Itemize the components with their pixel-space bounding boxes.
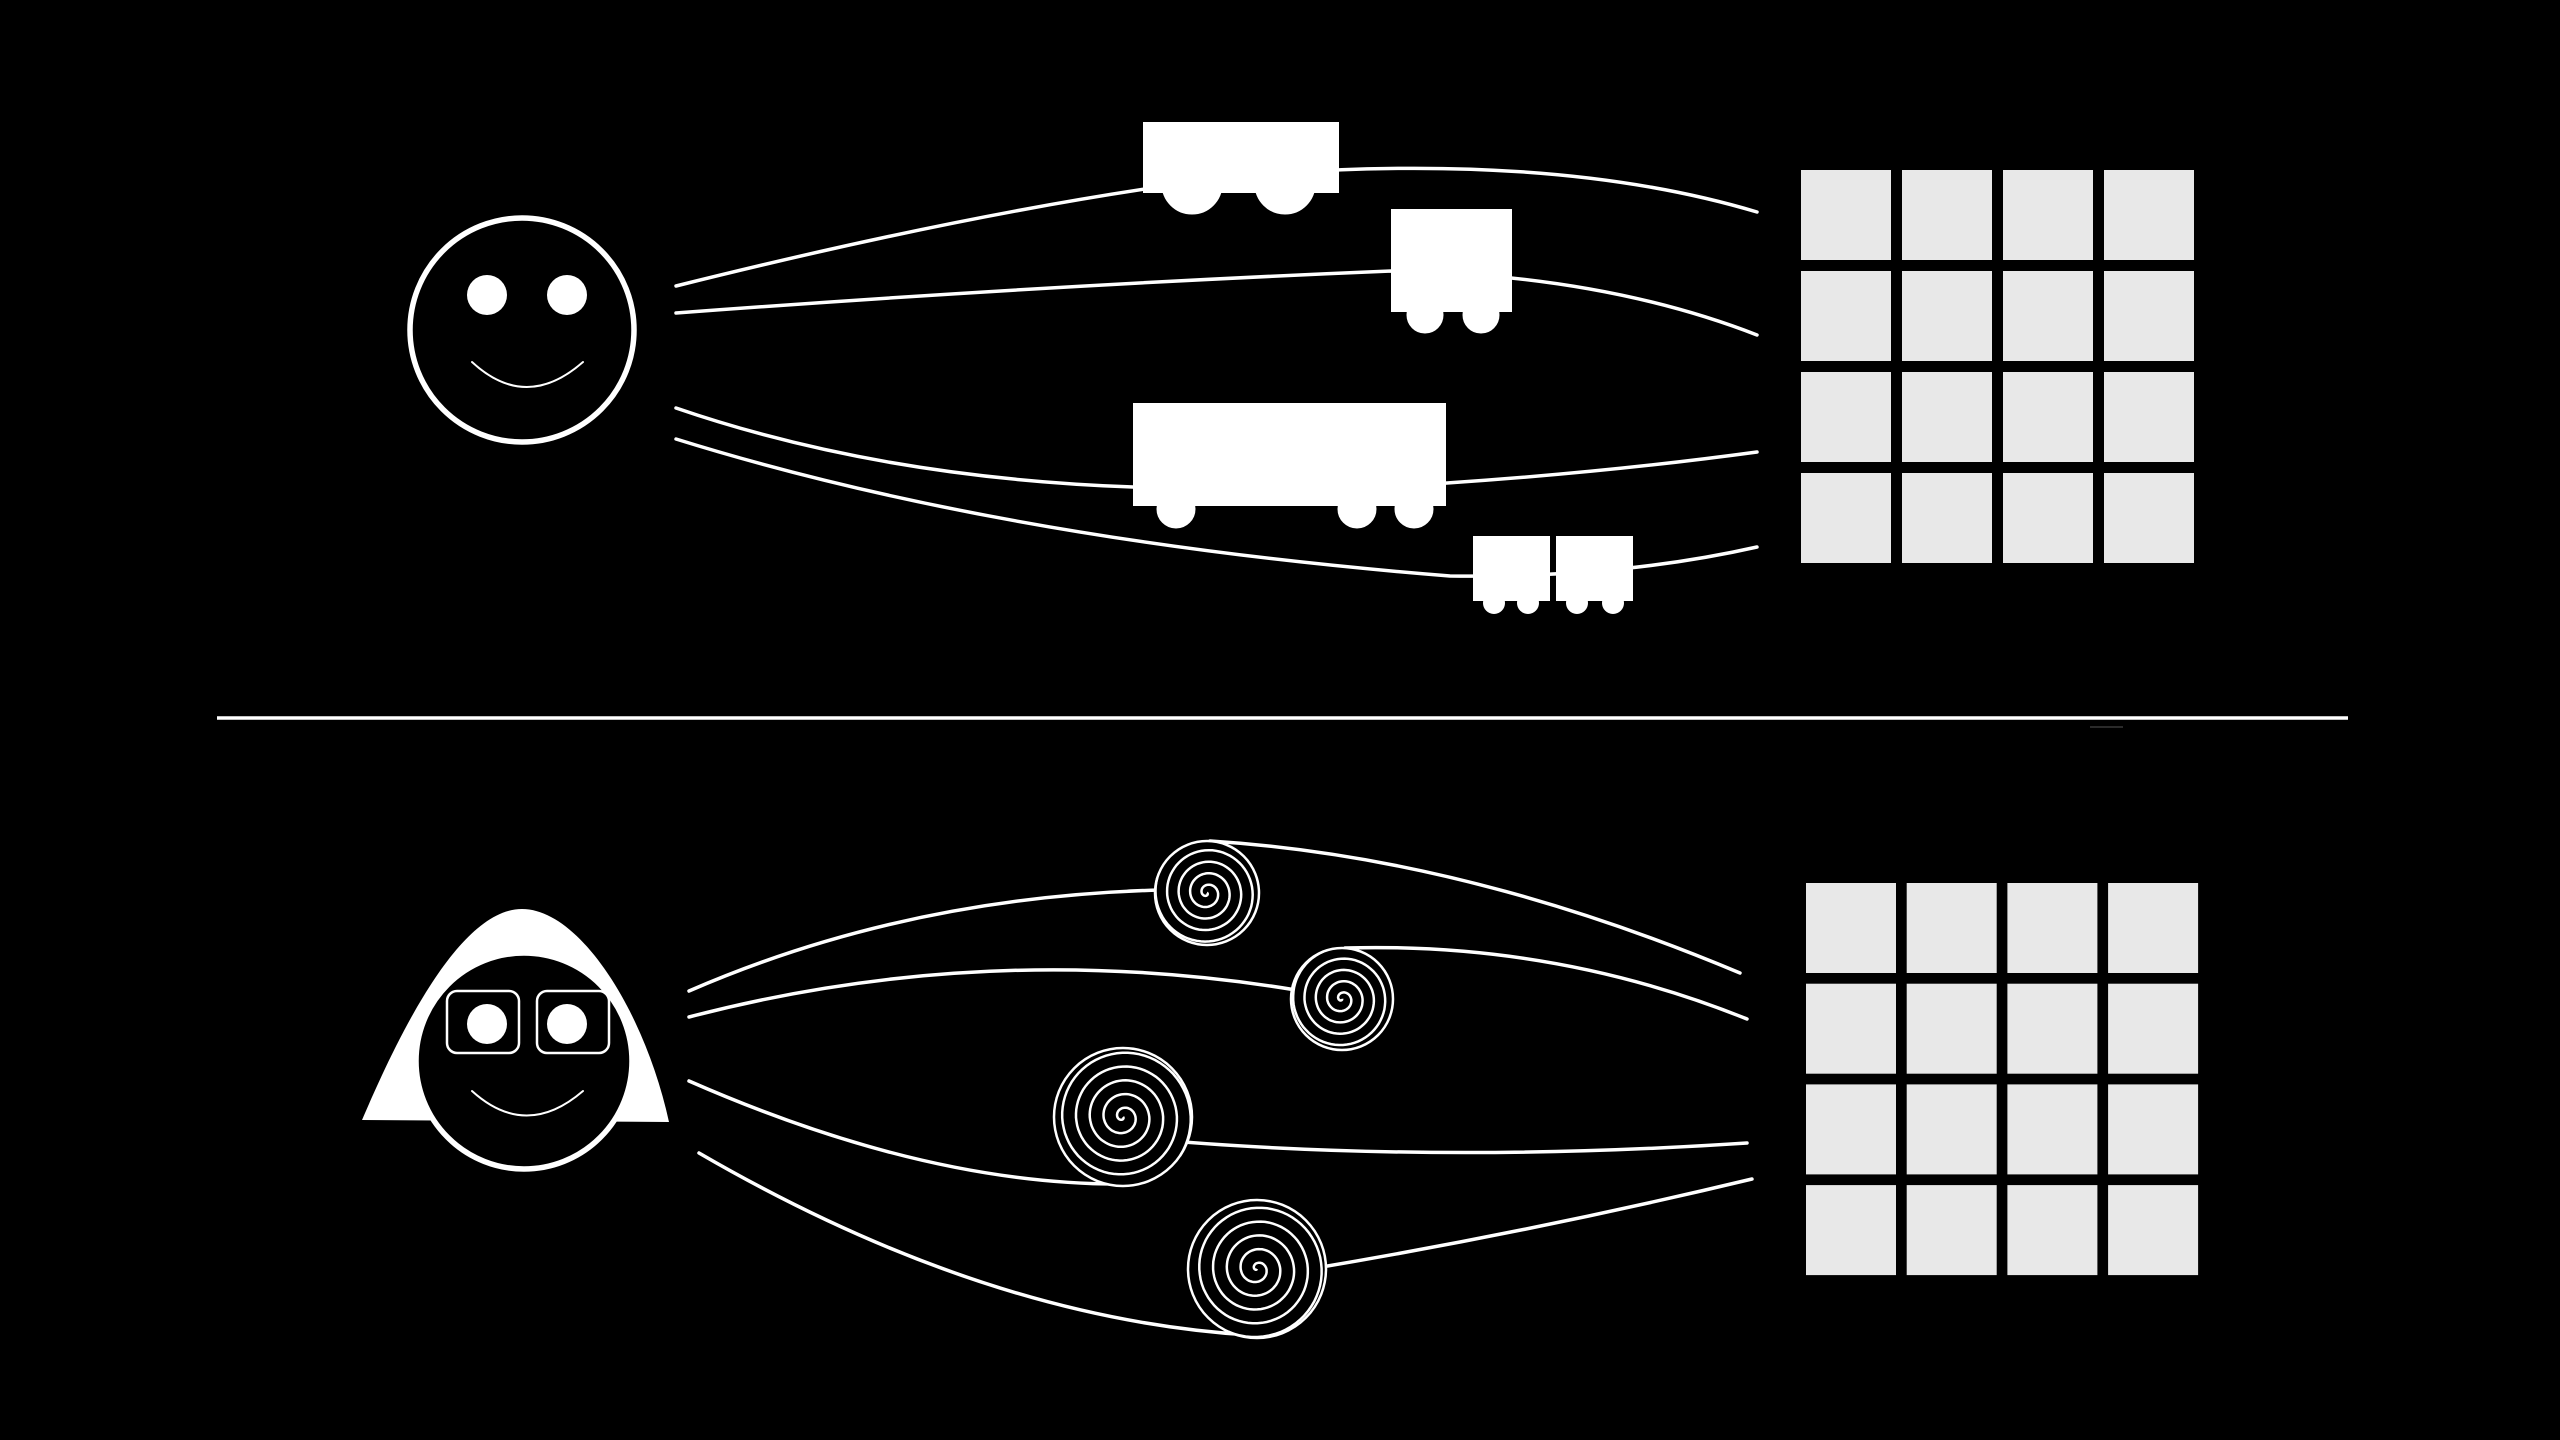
- smile: [471, 1090, 584, 1117]
- grid-cell: [1906, 883, 1997, 973]
- grid-cell: [2108, 983, 2199, 1074]
- right-eye: [547, 1004, 587, 1044]
- wagon-body: [1133, 403, 1446, 506]
- grid-cell: [2003, 372, 2093, 462]
- grid-cell: [1902, 473, 1992, 563]
- grid-cell: [1806, 1084, 1896, 1175]
- grid-cell: [2104, 372, 2194, 462]
- grid-cell: [2007, 1185, 2098, 1276]
- spiral-coil: [1291, 950, 1387, 1047]
- grid-cell: [1801, 271, 1891, 361]
- spiral-coil: [1198, 1206, 1323, 1339]
- grid-cell: [1801, 372, 1891, 462]
- bottom-routes: [687, 839, 1754, 1337]
- grid-cell: [1806, 883, 1896, 973]
- wagon-icon: [1133, 403, 1446, 532]
- left-eye: [467, 1004, 507, 1044]
- grid-cell: [1801, 170, 1891, 260]
- grid-cell: [2003, 473, 2093, 563]
- bottom-grid: [1806, 883, 2199, 1276]
- grid-cell: [1806, 1185, 1896, 1276]
- wagon-icon: [1143, 122, 1339, 218]
- grid-cell: [2104, 473, 2194, 563]
- top-grid: [1801, 170, 2194, 563]
- bottom-panel: [362, 839, 2199, 1340]
- route-line: [1308, 1177, 1754, 1271]
- route-line: [687, 888, 1162, 993]
- grid-cell: [2104, 271, 2194, 361]
- grid-cell: [2007, 883, 2098, 973]
- wagon-icon: [1473, 536, 1633, 617]
- grid-cell: [1902, 271, 1992, 361]
- smiley-face-icon: [407, 215, 637, 445]
- grid-cell: [2003, 271, 2093, 361]
- route-line: [1208, 839, 1742, 975]
- wagon-body: [1391, 209, 1512, 312]
- smile: [471, 361, 584, 388]
- top-panel: [407, 122, 2194, 617]
- route-line: [1343, 945, 1749, 1021]
- grid-cell: [1801, 473, 1891, 563]
- grid-cell: [2007, 1084, 2098, 1175]
- face-outline: [407, 215, 637, 445]
- grid-cell: [1806, 983, 1896, 1074]
- spiral-coil: [1060, 1051, 1192, 1176]
- grid-cell: [1906, 983, 1997, 1074]
- route-line: [687, 968, 1298, 1019]
- left-eye: [467, 275, 507, 315]
- wagon-body: [1556, 536, 1633, 601]
- grid-cell: [1902, 170, 1992, 260]
- right-eye: [547, 275, 587, 315]
- wagon-body: [1143, 122, 1339, 193]
- grid-cell: [1902, 372, 1992, 462]
- spiral-icon: [1052, 1046, 1194, 1188]
- grid-cell: [2108, 883, 2199, 973]
- route-line: [1168, 1139, 1749, 1155]
- grid-cell: [1906, 1084, 1997, 1175]
- spiral-coil: [1154, 848, 1254, 943]
- hooded-face-icon: [362, 909, 669, 1172]
- face-outline: [413, 950, 635, 1172]
- spiral-icon: [1186, 1198, 1328, 1340]
- grid-cell: [2003, 170, 2093, 260]
- grid-cell: [2108, 1185, 2199, 1276]
- route-line: [697, 1151, 1252, 1337]
- route-line: [674, 437, 1759, 578]
- wagon-body: [1473, 536, 1550, 601]
- wagon-icon: [1391, 209, 1512, 337]
- spiral-icon: [1289, 946, 1395, 1052]
- spiral-icon: [1153, 839, 1261, 947]
- grid-cell: [1906, 1185, 1997, 1276]
- route-line: [687, 1079, 1120, 1186]
- route-line: [674, 269, 1759, 337]
- grid-cell: [2007, 983, 2098, 1074]
- grid-cell: [2104, 170, 2194, 260]
- grid-cell: [2108, 1084, 2199, 1175]
